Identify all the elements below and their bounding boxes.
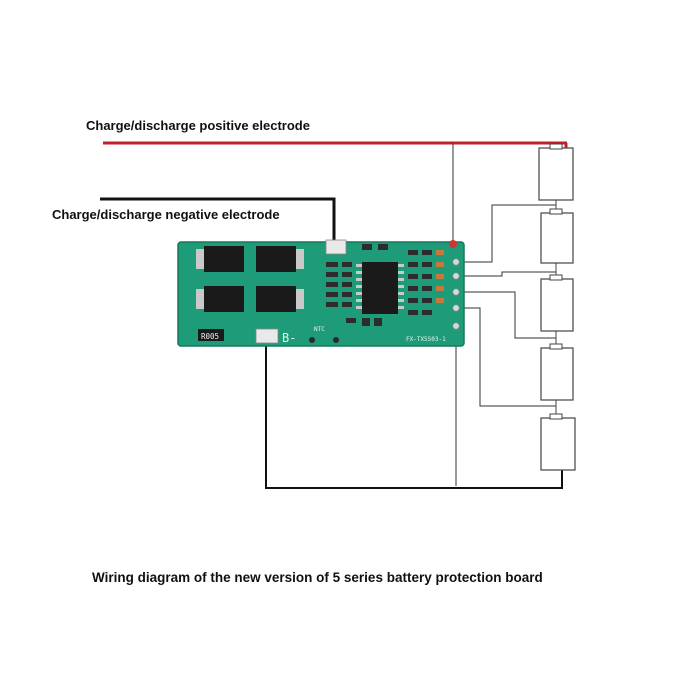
battery-cell: [540, 274, 574, 332]
p-minus-pad: [325, 239, 347, 255]
balance-pads: [452, 258, 460, 330]
p-plus-pad: [449, 240, 457, 248]
protection-board: R005 B- NTC: [177, 239, 465, 347]
bminus-wire: [265, 340, 563, 489]
battery-stack: [538, 143, 576, 471]
diagram-caption: Wiring diagram of the new version of 5 s…: [92, 570, 543, 585]
negative-electrode-label: Charge/discharge negative electrode: [52, 207, 280, 222]
shunt-resistor: [198, 329, 224, 341]
battery-cell: [540, 343, 574, 401]
positive-electrode-label: Charge/discharge positive electrode: [86, 118, 310, 133]
battery-cell: [538, 143, 574, 201]
b-minus-label: B-: [282, 331, 296, 345]
battery-cell: [540, 413, 576, 471]
battery-cell: [540, 208, 574, 264]
b-minus-pad: [255, 328, 279, 344]
ntc-label: NTC: [314, 326, 325, 333]
resistor-marking: R005: [201, 332, 219, 341]
passive-components: [326, 244, 388, 326]
board-part-number: FX-TX5S03-1: [406, 336, 446, 343]
protection-ic: [356, 262, 404, 314]
balance-components: [408, 250, 444, 315]
negative-wire: [100, 197, 336, 243]
mosfet-group: [204, 246, 296, 312]
